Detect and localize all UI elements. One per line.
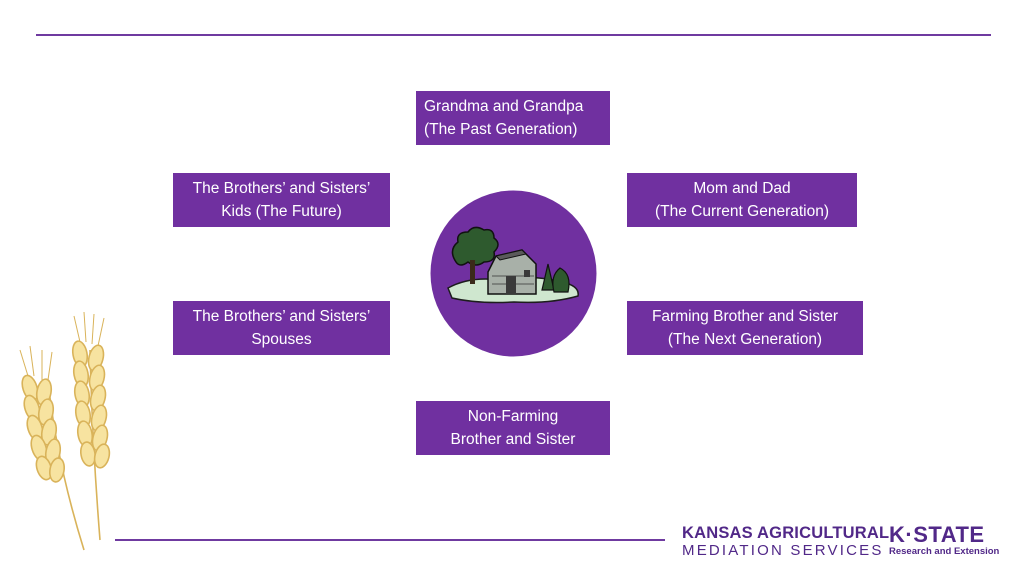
kam-logo-line2: MEDIATION SERVICES [682, 542, 872, 559]
node-current-generation: Mom and Dad (The Current Generation) [627, 173, 857, 227]
node-non-farming: Non-Farming Brother and Sister [416, 401, 610, 455]
kstate-logo-line2: Research and Extension [889, 546, 999, 558]
node-kids-future: The Brothers’ and Sisters’ Kids (The Fut… [173, 173, 390, 227]
barn-icon [430, 190, 597, 357]
node-nonfarm-line1: Non-Farming [424, 405, 602, 428]
node-next-line1: Farming Brother and Sister [635, 305, 855, 328]
kam-logo-line1: KANSAS AGRICULTURAL [682, 524, 872, 542]
node-past-line2: (The Past Generation) [424, 118, 602, 141]
hub-barn-circle [430, 190, 597, 357]
kstate-logo-line1: K·STATE [889, 524, 999, 546]
node-next-line2: (The Next Generation) [635, 328, 855, 351]
node-kids-line2: Kids (The Future) [181, 200, 382, 223]
kansas-agricultural-mediation-logo: KANSAS AGRICULTURAL MEDIATION SERVICES [682, 524, 872, 560]
node-past-generation: Grandma and Grandpa (The Past Generation… [416, 91, 610, 145]
node-current-line2: (The Current Generation) [635, 200, 849, 223]
node-spouses-line2: Spouses [181, 328, 382, 351]
node-past-line1: Grandma and Grandpa [424, 95, 602, 118]
node-spouses-line1: The Brothers’ and Sisters’ [181, 305, 382, 328]
node-current-line1: Mom and Dad [635, 177, 849, 200]
wheat-icon [8, 310, 128, 560]
node-next-generation: Farming Brother and Sister (The Next Gen… [627, 301, 863, 355]
top-divider [36, 34, 991, 36]
kstate-research-extension-logo: K·STATE Research and Extension [889, 524, 999, 560]
node-nonfarm-line2: Brother and Sister [424, 428, 602, 451]
node-kids-line1: The Brothers’ and Sisters’ [181, 177, 382, 200]
node-spouses: The Brothers’ and Sisters’ Spouses [173, 301, 390, 355]
bottom-divider [115, 539, 665, 541]
